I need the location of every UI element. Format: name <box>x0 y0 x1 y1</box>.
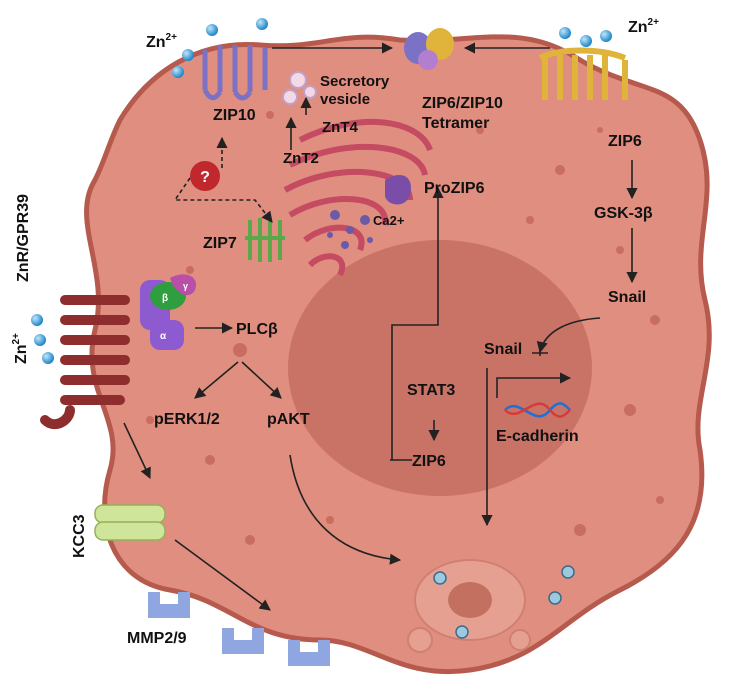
mmp-label: MMP2/9 <box>127 630 187 647</box>
pathway-arrows <box>123 42 638 611</box>
kcc3-channel <box>94 504 166 541</box>
snail-right-label: Snail <box>608 289 646 306</box>
znr-gpr39-label: ZnR/GPR39 <box>15 194 32 282</box>
protrusion-core <box>448 582 492 618</box>
zip10-transporter <box>202 45 268 101</box>
secretory-vesicles <box>282 71 317 105</box>
gpr39-receptor <box>40 295 130 430</box>
stat3-label: STAT3 <box>407 382 455 399</box>
zn-left-label: Zn2+ <box>11 333 30 364</box>
zip6-nucleus-label: ZIP6 <box>412 453 446 470</box>
ca2-label: Ca2+ <box>373 213 405 228</box>
question-mark-label: ? <box>200 169 210 186</box>
znt4-label: ZnT4 <box>322 119 358 136</box>
plcb-label: PLCβ <box>236 321 278 338</box>
g-alpha-label: α <box>160 331 167 342</box>
zn-top-right-label: Zn2+ <box>628 17 659 36</box>
cytoplasm-granules <box>146 111 664 545</box>
zip7-transporter <box>245 218 285 262</box>
pakt-label: pAKT <box>267 411 310 428</box>
secretory-vesicle-label-line2: vesicle <box>320 91 370 108</box>
zip6-transporter <box>538 47 628 100</box>
virus-particles <box>433 565 575 639</box>
zip10-label: ZIP10 <box>213 107 256 124</box>
g-gamma-label: γ <box>183 281 188 291</box>
ecadherin-label: E-cadherin <box>496 428 579 445</box>
zinc-ions <box>31 18 612 364</box>
ca-channel <box>385 175 411 205</box>
zip6-zip10-label-line2: Tetramer <box>422 115 489 132</box>
dna-helix <box>504 402 571 418</box>
secretory-vesicle-label-line1: Secretory <box>320 73 390 90</box>
unknown-mechanism-badge <box>190 161 220 191</box>
zip6-zip10-label-line1: ZIP6/ZIP10 <box>422 95 503 112</box>
prozip6-label: ProZIP6 <box>424 180 485 197</box>
endoplasmic-reticulum <box>283 118 433 277</box>
zip7-label: ZIP7 <box>203 235 237 252</box>
mmp-proteins <box>148 592 330 666</box>
znt2-label: ZnT2 <box>283 150 319 167</box>
snail-nucleus-label: Snail <box>484 341 522 358</box>
g-beta-label: β <box>162 293 168 304</box>
zn-top-left-label: Zn2+ <box>146 32 177 51</box>
nucleus <box>288 240 592 496</box>
vesicle-dots <box>327 210 373 249</box>
g-protein-complex <box>140 274 196 350</box>
zip6-zip10-tetramer <box>404 28 454 70</box>
kcc3-label: KCC3 <box>71 514 88 558</box>
zip6-right-label: ZIP6 <box>608 133 642 150</box>
perk-label: pERK1/2 <box>154 411 220 428</box>
gsk3b-label: GSK-3β <box>594 205 653 222</box>
